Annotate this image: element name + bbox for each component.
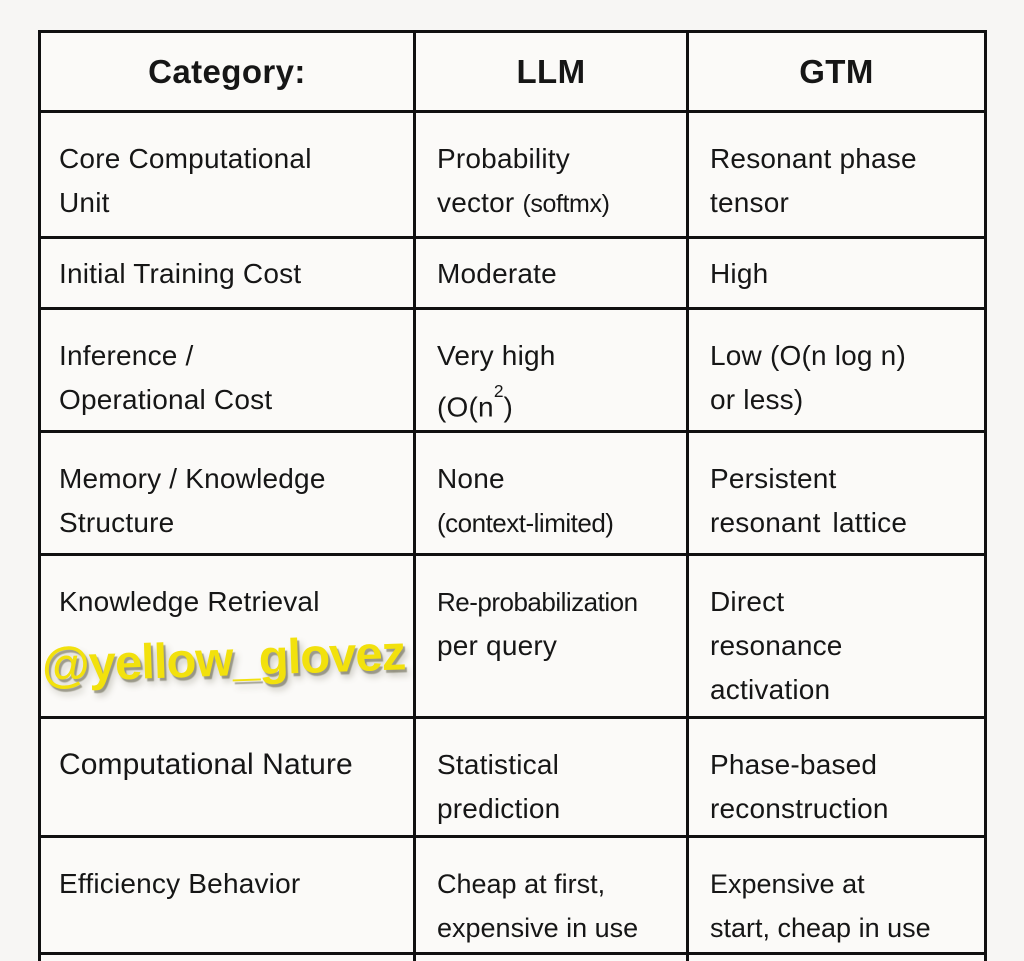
header-category-label: Category: [148, 52, 306, 90]
cell-line: Re-probabilization [437, 587, 638, 617]
cell-line: Low (O(n log n) [710, 340, 906, 371]
cell-line: start, cheap in use [710, 913, 931, 943]
cell-line: Initial Training Cost [59, 258, 302, 289]
cell-memory-gtm: Persistent resonant lattice [689, 433, 984, 553]
cell-training-llm: Moderate [416, 239, 686, 307]
cell-efficiency-llm: Cheap at first, expensive in use [416, 838, 686, 952]
cell-line: None [437, 463, 505, 494]
header-category: Category: [41, 33, 413, 110]
cell-core-llm: Probability vector (softmx) [416, 113, 686, 236]
cell-line: Expensive at [710, 869, 865, 899]
cell-line: prediction [437, 793, 561, 824]
cell-efficiency-gtm: Expensive at start, cheap in use [689, 838, 984, 952]
cell-nature-llm: Statistical prediction [416, 719, 686, 835]
cell-memory-llm: None (context-limited) [416, 433, 686, 553]
cell-line: (O(n2) [437, 378, 674, 429]
cell-line: (context-limited) [437, 508, 614, 538]
header-gtm-label: GTM [799, 52, 874, 90]
cell-core-gtm: Resonant phase tensor [689, 113, 984, 236]
cell-line: Direct [710, 586, 785, 617]
cell-retrieval-gtm: Direct resonance activation [689, 556, 984, 716]
cell-line: Phase-based [710, 749, 878, 780]
cell-line: Resonant phase [710, 143, 917, 174]
cell-nature-category: Computational Nature [41, 719, 413, 835]
cell-training-gtm: High [689, 239, 984, 307]
cell-line: vector (softmx) [437, 181, 674, 226]
cell-text: vector [437, 187, 523, 218]
cell-line: tensor [710, 187, 790, 218]
cell-memory-category: Memory / Knowledge Structure [41, 433, 413, 553]
cell-line: resonance [710, 630, 843, 661]
cell-line: resonant lattice [710, 507, 908, 538]
cell-line: Memory / Knowledge [59, 463, 326, 494]
cell-partial-llm [416, 955, 686, 961]
cell-line: Efficiency Behavior [59, 868, 301, 899]
cell-text: (O(n [437, 391, 494, 423]
superscript-2: 2 [493, 381, 504, 402]
header-llm: LLM [416, 33, 686, 110]
cell-line: Unit [59, 187, 110, 218]
cell-partial-category [41, 955, 413, 961]
cell-training-category: Initial Training Cost [41, 239, 413, 307]
cell-nature-gtm: Phase-based reconstruction [689, 719, 984, 835]
cell-retrieval-category: Knowledge Retrieval [41, 556, 413, 716]
cell-line: Structure [59, 507, 175, 538]
cell-line: per query [437, 630, 558, 661]
cell-text: ) [503, 391, 513, 423]
cell-partial-gtm [689, 955, 984, 961]
cell-line: Knowledge Retrieval [59, 586, 320, 617]
cell-line: Statistical [437, 749, 560, 780]
cell-inference-llm: Very high (O(n2) [416, 310, 686, 430]
cell-line: expensive in use [437, 913, 639, 943]
comparison-table: Category: LLM GTM Core Computational Uni… [38, 30, 987, 961]
cell-line: or less) [710, 384, 804, 415]
cell-inference-gtm: Low (O(n log n) or less) [689, 310, 984, 430]
cell-efficiency-category: Efficiency Behavior [41, 838, 413, 952]
cell-line: activation [710, 674, 831, 705]
cell-line: Computational Nature [59, 748, 353, 781]
cell-core-category: Core Computational Unit [41, 113, 413, 236]
cell-line: Moderate [437, 258, 557, 289]
cell-retrieval-llm: Re-probabilization per query [416, 556, 686, 716]
header-llm-label: LLM [516, 52, 586, 90]
cell-line: Operational Cost [59, 384, 273, 415]
cell-line: High [710, 258, 769, 289]
cell-line: Inference / [59, 340, 194, 371]
cell-line: reconstruction [710, 793, 889, 824]
cell-line: Cheap at first, [437, 869, 606, 899]
cell-line: Probability [437, 143, 570, 174]
cell-line: Core Computational [59, 143, 312, 174]
softmax-note: (softmx) [522, 190, 610, 218]
cell-line: Persistent [710, 463, 837, 494]
cell-line: Very high [437, 340, 556, 371]
header-gtm: GTM [689, 33, 984, 110]
cell-inference-category: Inference / Operational Cost [41, 310, 413, 430]
